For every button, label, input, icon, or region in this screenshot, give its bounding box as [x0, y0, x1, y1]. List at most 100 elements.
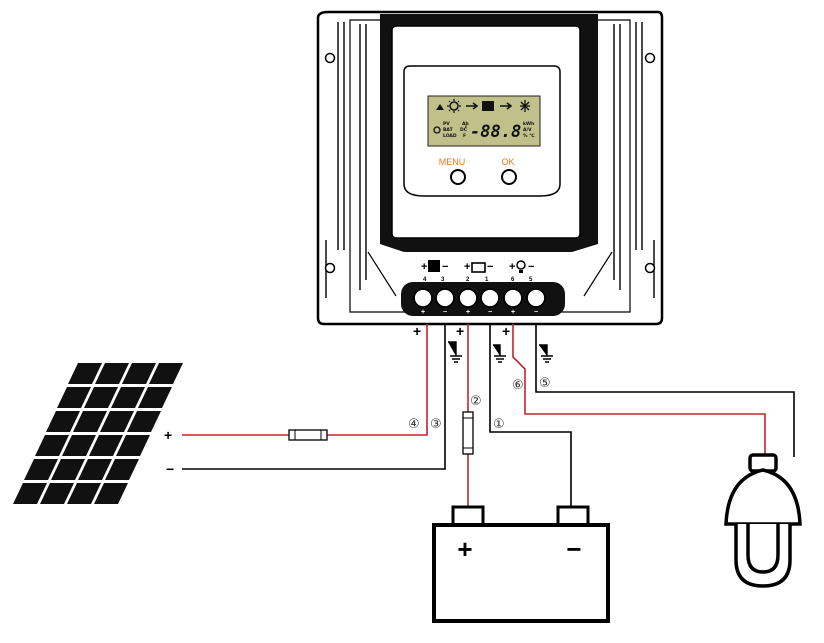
terminal-screw — [526, 288, 546, 308]
battery: + − — [432, 505, 610, 623]
bulb-icon — [516, 260, 526, 270]
ground-icons — [448, 341, 553, 363]
terminal-screw — [458, 288, 478, 308]
terminal-label-load: + − 6 5 — [509, 260, 534, 283]
solar-cell — [62, 435, 96, 456]
svg-text:3: 3 — [441, 277, 445, 283]
solar-cell — [95, 363, 129, 384]
terminal-screws — [413, 288, 546, 308]
fuse-battery — [462, 411, 474, 455]
solar-cell — [127, 411, 161, 432]
terminal-plus-mark: + — [413, 323, 421, 339]
solar-cell — [116, 435, 150, 456]
wires — [182, 324, 795, 507]
svg-text:+: + — [509, 261, 515, 273]
wire-number-3: ③ — [430, 417, 442, 432]
lcd-legend-bat: BAT — [443, 127, 454, 133]
svg-text:6: 6 — [511, 277, 515, 283]
lcd-legend-load: LOAD — [443, 133, 457, 139]
svg-text:−: − — [528, 261, 534, 273]
solar-cell — [105, 459, 139, 480]
lcd-digits: -88.8 — [470, 122, 521, 142]
lcd-icons — [433, 99, 530, 134]
terminal-polarity: + — [511, 309, 515, 316]
solar-cell — [13, 483, 47, 504]
wire-solar-positive — [327, 324, 428, 436]
ground-icon — [448, 341, 462, 363]
lcd-legend-degc: ℃ — [529, 133, 535, 139]
solar-cell — [67, 483, 101, 504]
solar-cell — [122, 363, 156, 384]
battery-minus-label: − — [566, 534, 581, 564]
terminal-label-solar: + − 4 3 — [421, 260, 448, 283]
svg-text:+: + — [464, 261, 470, 273]
terminal-polarity: − — [488, 309, 492, 316]
lcd-legend-kwh: kWh — [523, 121, 534, 127]
solar-panel-icon — [428, 260, 440, 272]
svg-text:4: 4 — [423, 277, 427, 283]
solar-cell — [51, 459, 85, 480]
solar-cell — [78, 459, 112, 480]
lcd-legend-dc: DC — [460, 127, 468, 133]
mounting-hole — [324, 262, 336, 274]
battery-terminal-positive — [451, 505, 485, 527]
lcd-legend-pv: PV — [443, 121, 450, 127]
charge-controller: PV BAT LOAD Ah ℓ DC F kWh A/V % ℃ -88.8 … — [316, 10, 664, 326]
ground-icon — [539, 344, 553, 363]
solar-cell — [46, 411, 80, 432]
wire-load-negative — [535, 324, 795, 457]
wire-battery-negative — [489, 324, 572, 507]
terminal-screw — [413, 288, 433, 308]
ok-button[interactable] — [501, 169, 517, 185]
svg-text:2: 2 — [466, 277, 470, 283]
solar-cell — [111, 387, 145, 408]
svg-text:5: 5 — [529, 277, 533, 283]
mounting-hole — [324, 52, 336, 64]
terminal-polarity: − — [443, 309, 447, 316]
arrow-icon — [466, 102, 479, 110]
solar-cell — [40, 483, 74, 504]
heatsink-fins-right — [613, 22, 655, 298]
fuse-solar — [288, 429, 328, 441]
menu-button[interactable] — [450, 169, 466, 185]
wire-solar-negative — [182, 324, 446, 470]
solar-cell — [73, 411, 107, 432]
solar-cell — [94, 483, 128, 504]
arrow-icon — [500, 102, 513, 110]
battery-body — [432, 523, 610, 623]
ground-icon — [493, 344, 506, 363]
solar-cell — [24, 459, 58, 480]
terminal-screw — [435, 288, 455, 308]
battery-terminal-negative — [556, 505, 590, 527]
lcd-legend-l: ℓ — [464, 124, 467, 130]
wire-number-6: ⑥ — [512, 378, 524, 393]
solar-cell — [68, 363, 102, 384]
solar-cell — [57, 387, 91, 408]
wire-number-1: ① — [493, 417, 505, 432]
lcd-legend-f: F — [463, 133, 466, 139]
ok-label: OK — [501, 157, 514, 167]
svg-text:+: + — [421, 261, 427, 273]
mounting-hole — [644, 262, 656, 274]
battery-plus-label: + — [457, 534, 472, 564]
solar-plus-label: + — [164, 427, 172, 443]
terminal-plus-mark: + — [502, 323, 510, 339]
solar-cell — [35, 435, 69, 456]
solar-cell — [149, 363, 183, 384]
solar-cell — [89, 435, 123, 456]
svg-text:−: − — [487, 261, 493, 273]
terminal-label-battery: + − 2 1 — [464, 261, 493, 283]
terminal-polarity: + — [421, 309, 425, 316]
solar-cell — [84, 387, 118, 408]
heatsink-fins-left — [325, 22, 367, 298]
gear-icon — [433, 126, 441, 134]
wire-number-2: ② — [470, 394, 482, 409]
terminal-polarity: − — [534, 309, 538, 316]
battery-icon — [471, 262, 486, 273]
solar-cell — [138, 387, 172, 408]
lamp-icon — [724, 453, 802, 588]
lcd-legend-pct: % — [523, 133, 528, 139]
solar-cell — [100, 411, 134, 432]
lcd-legend-av: A/V — [523, 127, 532, 133]
